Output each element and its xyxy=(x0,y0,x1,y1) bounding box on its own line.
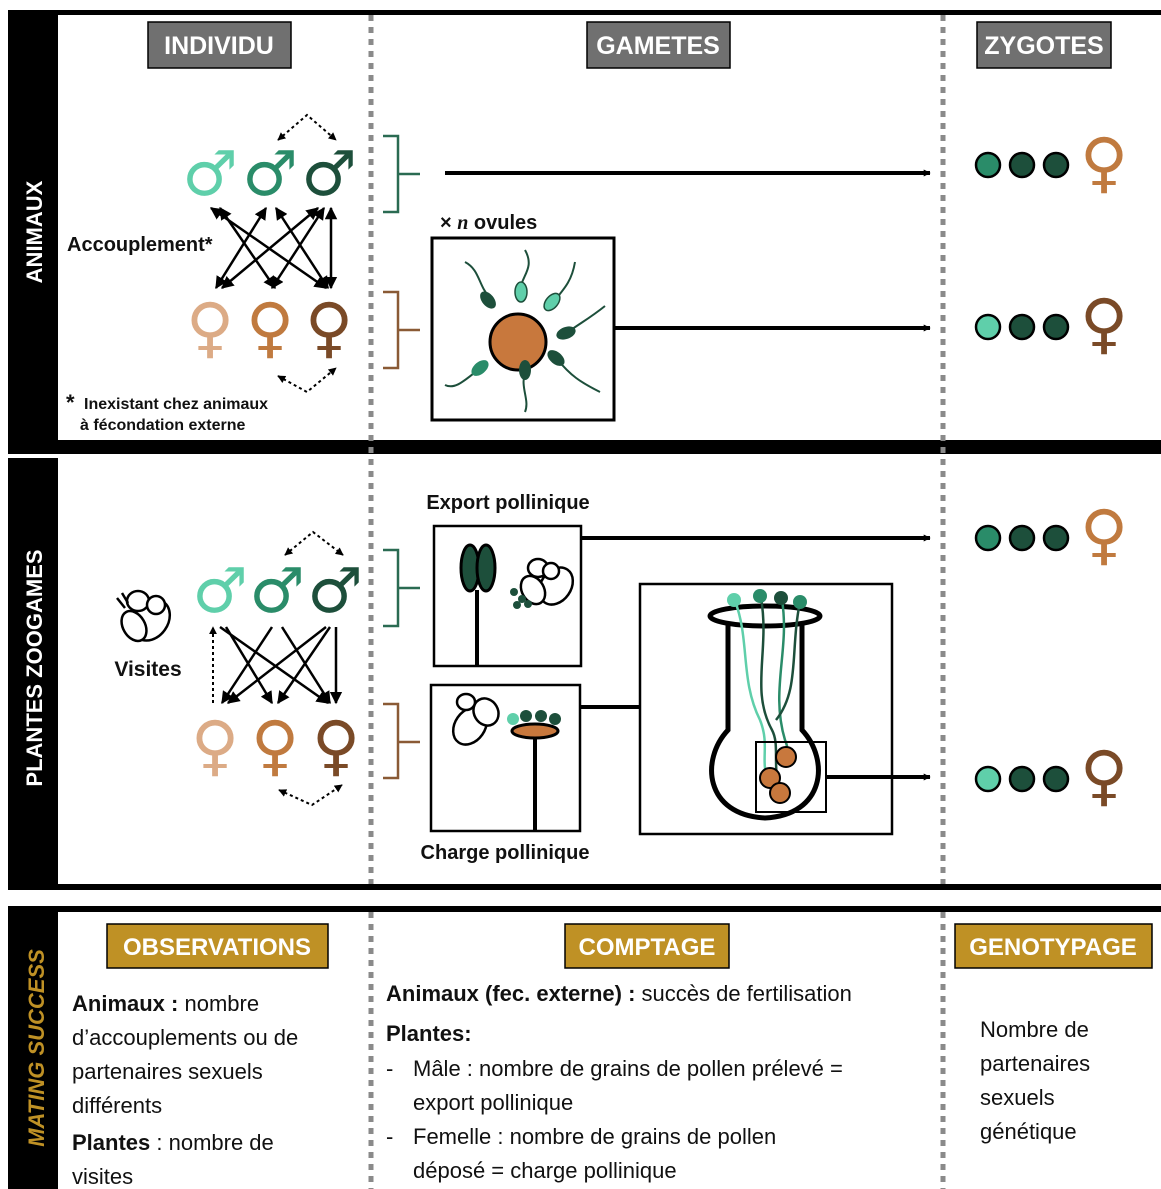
pistil-box xyxy=(638,582,894,836)
female-bracket-animals xyxy=(383,290,420,370)
obs-line3: partenaires sexuels xyxy=(72,1059,263,1084)
animal-zygotes-row1: ♀ xyxy=(974,124,1128,201)
header-gametes-text: GAMETES xyxy=(596,32,720,60)
observations-text: Animaux : nombre d’accouplements ou de p… xyxy=(72,991,298,1189)
svg-text:Animaux : nombre: Animaux : nombre xyxy=(72,991,259,1016)
zygote-female-dark: ♀ xyxy=(1080,285,1128,362)
obs-plants-rest: : nombre de xyxy=(150,1130,274,1155)
cpt-line5: Femelle : nombre de grains de pollen xyxy=(413,1124,776,1149)
footnote-star: * xyxy=(66,390,75,415)
visits-label: Visites xyxy=(114,658,181,681)
mating-label: Accouplement* xyxy=(67,234,213,256)
plant-male-light: ♂ xyxy=(192,554,248,627)
export-label: Export pollinique xyxy=(426,492,589,514)
zygote-female-mid: ♀ xyxy=(1080,124,1128,201)
animal-competition-arrows xyxy=(277,113,337,394)
female-symbol-mid: ♀ xyxy=(246,289,294,366)
obs-line2: d’accouplements ou de xyxy=(72,1025,298,1050)
section-frames xyxy=(8,10,1161,1189)
animals-side-label: ANIMAUX xyxy=(22,180,47,283)
plant-female-dark: ♀ xyxy=(312,707,360,784)
cpt-dash-1: - xyxy=(386,1056,393,1081)
animal-females: ♀ ♀ ♀ xyxy=(186,289,353,366)
male-bracket-plants xyxy=(383,548,420,628)
header-genotypage-text: GENOTYPAGE xyxy=(969,934,1137,961)
obs-line4: différents xyxy=(72,1093,162,1118)
header-zygotes-text: ZYGOTES xyxy=(984,32,1103,60)
female-symbol-light: ♀ xyxy=(186,289,234,366)
cpt-line4: export pollinique xyxy=(413,1090,573,1115)
plant-zygote-female-dark: ♀ xyxy=(1080,737,1128,814)
plant-visit-arrows xyxy=(219,625,343,705)
plants-side-bar xyxy=(8,458,58,888)
gen-line4: génétique xyxy=(980,1119,1077,1144)
plant-zygote-female-mid: ♀ xyxy=(1080,496,1128,573)
charge-pollen-box xyxy=(429,683,582,833)
cpt-plants-bold: Plantes: xyxy=(386,1021,472,1046)
svg-text:Plantes : nombre de: Plantes : nombre de xyxy=(72,1130,274,1155)
charge-label: Charge pollinique xyxy=(421,842,590,864)
ovule-fertilization-box xyxy=(430,236,616,422)
cpt-animals-rest: succès de fertilisation xyxy=(635,981,851,1006)
header-observations-text: OBSERVATIONS xyxy=(123,934,311,961)
header-zygotes: ZYGOTES xyxy=(976,21,1112,69)
cpt-animals-bold: Animaux (fec. externe) : xyxy=(386,981,635,1006)
header-individu: INDIVIDU xyxy=(147,21,292,69)
male-symbol-mid: ♂ xyxy=(242,137,298,210)
animal-males: ♂ ♂ ♂ xyxy=(182,137,357,210)
plant-male-mid: ♂ xyxy=(249,554,305,627)
genotypage-text: Nombre de partenaires sexuels génétique xyxy=(980,1017,1090,1144)
mating-side-bar xyxy=(8,906,58,1189)
obs-plants-bold: Plantes xyxy=(72,1130,150,1155)
animals-side-bar xyxy=(8,10,58,442)
ovules-label-prefix: × xyxy=(440,212,457,234)
plant-female-light: ♀ xyxy=(191,707,239,784)
comptage-text: Animaux (fec. externe) : succès de ferti… xyxy=(386,981,852,1183)
footnote-line1: Inexistant chez animaux xyxy=(84,396,268,413)
animal-mating-arrows xyxy=(209,206,338,290)
gen-line2: partenaires xyxy=(980,1051,1090,1076)
male-symbol-light: ♂ xyxy=(182,137,238,210)
animal-zygotes-row2: ♀ xyxy=(974,285,1128,362)
gen-line3: sexuels xyxy=(980,1085,1055,1110)
male-symbol-dark: ♂ xyxy=(301,137,357,210)
female-symbol-dark: ♀ xyxy=(305,289,353,366)
ovule-egg xyxy=(488,312,548,372)
female-bracket-plants xyxy=(383,702,420,780)
obs-animals-bold: Animaux : xyxy=(72,991,178,1016)
plant-male-dark: ♂ xyxy=(307,554,363,627)
header-comptage-text: COMPTAGE xyxy=(579,934,716,961)
cpt-line3: Mâle : nombre de grains de pollen prélev… xyxy=(413,1056,843,1081)
cpt-line6: déposé = charge pollinique xyxy=(413,1158,677,1183)
plant-females: ♀ ♀ ♀ xyxy=(191,707,360,784)
bee-icon-visits xyxy=(116,589,172,643)
plant-female-mid: ♀ xyxy=(251,707,299,784)
export-pollen-box xyxy=(432,524,583,668)
ovules-label-n: n xyxy=(457,212,468,234)
cpt-dash-2: - xyxy=(386,1124,393,1149)
plant-zygotes-row1: ♀ xyxy=(974,496,1128,573)
plant-competition-arrows xyxy=(278,530,344,807)
header-observations: OBSERVATIONS xyxy=(106,923,329,969)
footnote-line2: à fécondation externe xyxy=(80,417,245,434)
gen-line1: Nombre de xyxy=(980,1017,1089,1042)
ovules-label-suffix: ovules xyxy=(468,212,537,234)
header-comptage: COMPTAGE xyxy=(564,923,730,969)
header-genotypage: GENOTYPAGE xyxy=(954,923,1153,969)
obs-line6: visites xyxy=(72,1164,133,1189)
mating-side-label: MATING SUCCESS xyxy=(24,949,49,1147)
column-separators xyxy=(368,15,946,1189)
plants-side-label: PLANTES ZOOGAMES xyxy=(22,549,47,786)
header-individu-text: INDIVIDU xyxy=(164,32,274,60)
header-gametes: GAMETES xyxy=(586,21,731,69)
obs-animals-rest: nombre xyxy=(178,991,259,1016)
ovules-label: × n ovules xyxy=(440,212,537,234)
male-bracket-animals xyxy=(383,134,420,214)
svg-text:Animaux (fec. externe) : succè: Animaux (fec. externe) : succès de ferti… xyxy=(386,981,852,1006)
plant-zygotes-row2: ♀ xyxy=(974,737,1128,814)
plant-males: ♂ ♂ ♂ xyxy=(192,554,363,627)
bee-icon-charge xyxy=(451,692,500,746)
